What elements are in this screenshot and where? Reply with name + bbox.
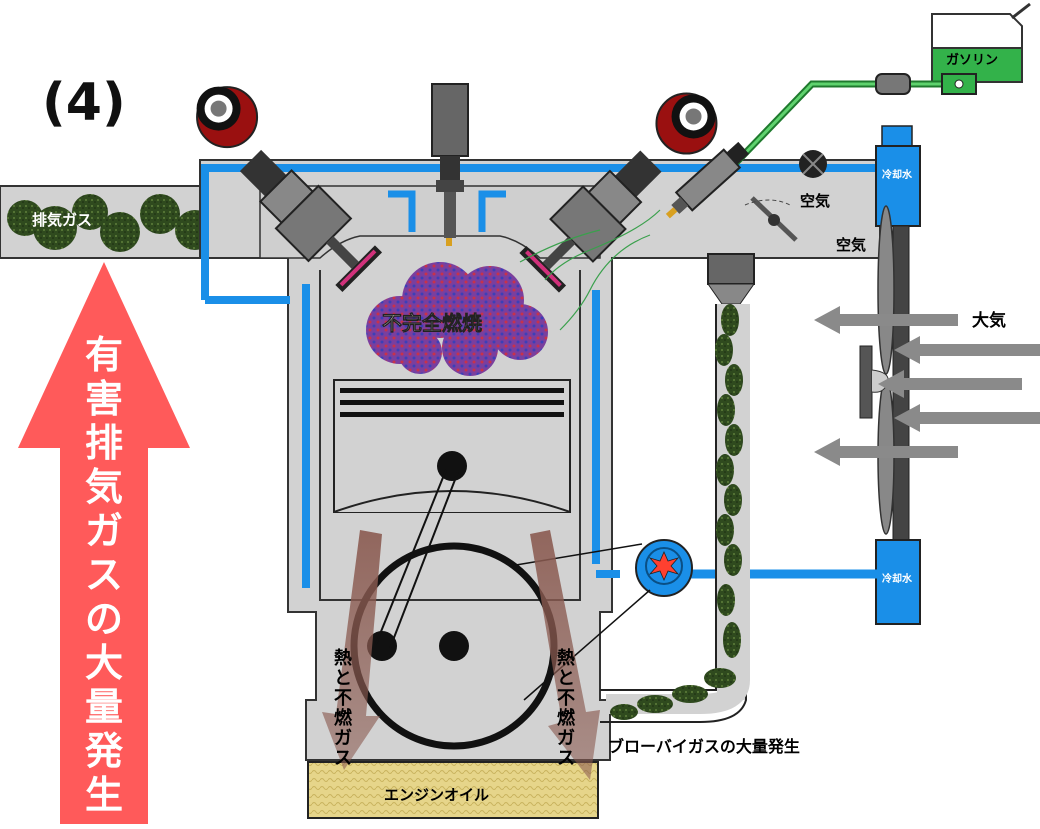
intake-valve-assembly	[519, 92, 718, 293]
throttle-valve	[799, 150, 827, 178]
water-pump	[635, 539, 880, 597]
spark-plug	[431, 83, 469, 246]
head-water-jackets	[388, 190, 506, 232]
heat-gas-left-label: 熱と不燃ガス	[334, 647, 353, 769]
exhaust-valve-assembly	[196, 86, 383, 293]
vertical-char: 不	[557, 688, 575, 709]
coolant-top-label: 冷却水	[882, 168, 913, 181]
vertical-char: 量	[85, 685, 123, 729]
vertical-char: 排	[85, 421, 123, 465]
piston	[333, 379, 571, 513]
vertical-char: 生	[85, 773, 123, 817]
heat-arrow-right	[530, 530, 600, 780]
vertical-char: 大	[85, 641, 123, 685]
fuel-line	[697, 73, 977, 203]
vertical-char: 有	[85, 333, 123, 377]
vertical-char: ガ	[85, 509, 123, 553]
atmosphere-label: 大気	[972, 310, 1006, 331]
vertical-char: 発	[85, 729, 124, 773]
fuel-tank-label: ガソリン	[946, 53, 998, 68]
vertical-char: 燃	[334, 707, 353, 729]
vertical-char: 不	[334, 688, 352, 709]
vertical-char: ス	[334, 748, 352, 769]
coolant-bottom-label: 冷却水	[882, 572, 913, 585]
air-label-1: 空気	[800, 192, 830, 210]
vertical-char: ガ	[334, 728, 352, 749]
harmful-exhaust-label: 有害排気ガスの大量発生	[85, 333, 124, 817]
atmosphere-arrows	[814, 306, 1040, 466]
fuel-injector	[665, 141, 750, 219]
drive-belt	[509, 543, 651, 701]
vertical-char: と	[334, 668, 352, 689]
vertical-char: と	[557, 668, 575, 689]
blowby-label: ブローバイガスの大量発生	[608, 737, 800, 756]
vertical-char: 熱	[557, 647, 575, 669]
connecting-rod	[375, 469, 459, 649]
vertical-char: 気	[85, 465, 123, 509]
radiator-bottom-tank: 冷却水	[875, 539, 921, 625]
air-label-2: 空気	[836, 236, 866, 254]
intake-butterfly-valve	[744, 196, 798, 242]
incomplete-combustion-cloud	[366, 262, 548, 376]
oil-pan	[307, 761, 599, 819]
harmful-exhaust-arrow	[18, 262, 190, 824]
vertical-char: ス	[85, 553, 123, 597]
fuel-tank: ガソリン	[931, 2, 1031, 83]
blowby-gas-trail	[610, 304, 743, 720]
engine-oil-label: エンジンオイル	[384, 786, 489, 804]
heat-arrow-left	[322, 530, 382, 770]
vertical-char: 燃	[557, 707, 576, 729]
exhaust-gas-label: 排気ガス	[32, 211, 92, 229]
vertical-char: 害	[85, 377, 123, 421]
heat-gas-right-label: 熱と不燃ガス	[557, 647, 576, 769]
vertical-char: 熱	[334, 647, 352, 669]
air-flow-lines	[519, 209, 661, 331]
combustion-label: 不完全燃焼	[382, 311, 482, 335]
step-label: (4)	[42, 73, 126, 133]
vertical-char: ス	[557, 748, 575, 769]
vertical-char: の	[85, 597, 123, 641]
vertical-char: ガ	[557, 728, 575, 749]
cylinder-head	[259, 185, 601, 259]
cylinder-bore	[319, 270, 581, 601]
